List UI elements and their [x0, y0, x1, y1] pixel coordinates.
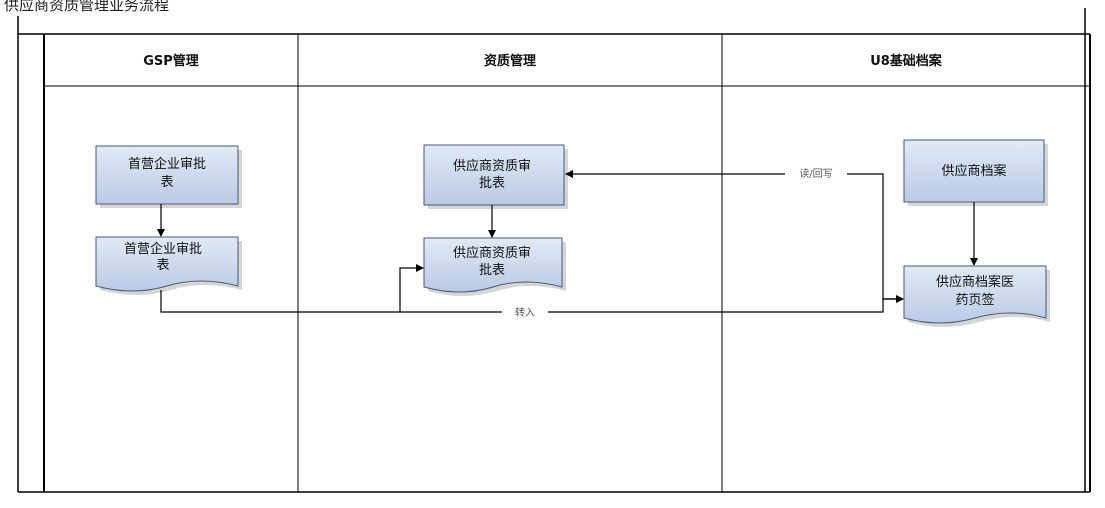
node-first-enterprise-approval-form[interactable]: 首营企业审批 表 — [95, 145, 242, 208]
process-box — [95, 145, 239, 205]
node-label-line: 首营企业审批 — [128, 156, 206, 172]
document-shape — [903, 265, 1047, 324]
edge-label-read-writeback: 读/回写 — [799, 167, 832, 180]
node-supplier-archive-pharma-tab[interactable]: 供应商档案医 药页签 — [903, 265, 1050, 327]
document-shape — [423, 237, 563, 293]
diagram-title: 供应商资质管理业务流程 — [4, 0, 170, 14]
lane-header-gsp: GSP管理 — [143, 53, 199, 69]
node-label-line: 表 — [160, 175, 173, 190]
node-label-line: 首营企业审批 — [124, 241, 202, 257]
node-label-line: 供应商资质审 — [453, 245, 531, 261]
node-label-line: 批表 — [479, 263, 505, 278]
edge-n2-to-n4 — [399, 264, 424, 312]
node-first-enterprise-approval-document[interactable]: 首营企业审批 表 — [95, 236, 242, 295]
process-box — [423, 144, 565, 206]
edge-label-transfer: 转入 — [515, 306, 535, 319]
document-shape — [95, 236, 239, 292]
node-label-line: 供应商资质审 — [453, 158, 531, 174]
process-box — [903, 139, 1045, 203]
edge-n2-to-n6 — [548, 295, 904, 313]
node-label-line: 药页签 — [955, 292, 994, 308]
node-supplier-archive[interactable]: 供应商档案 — [903, 139, 1048, 206]
node-label-line: 供应商档案医 — [936, 274, 1014, 290]
node-label-line: 表 — [156, 258, 169, 273]
node-label-line: 供应商档案 — [941, 163, 1006, 179]
edge-n6-readback-segment — [847, 173, 903, 300]
node-supplier-qualification-approval-form[interactable]: 供应商资质审 批表 — [423, 144, 568, 209]
node-label-line: 批表 — [479, 176, 505, 191]
node-supplier-qualification-approval-document[interactable]: 供应商资质审 批表 — [423, 237, 566, 296]
lane-header-u8: U8基础档案 — [870, 53, 943, 69]
lane-header-qualification: 资质管理 — [484, 53, 536, 69]
edge-n2-transfer-trunk — [160, 290, 502, 313]
